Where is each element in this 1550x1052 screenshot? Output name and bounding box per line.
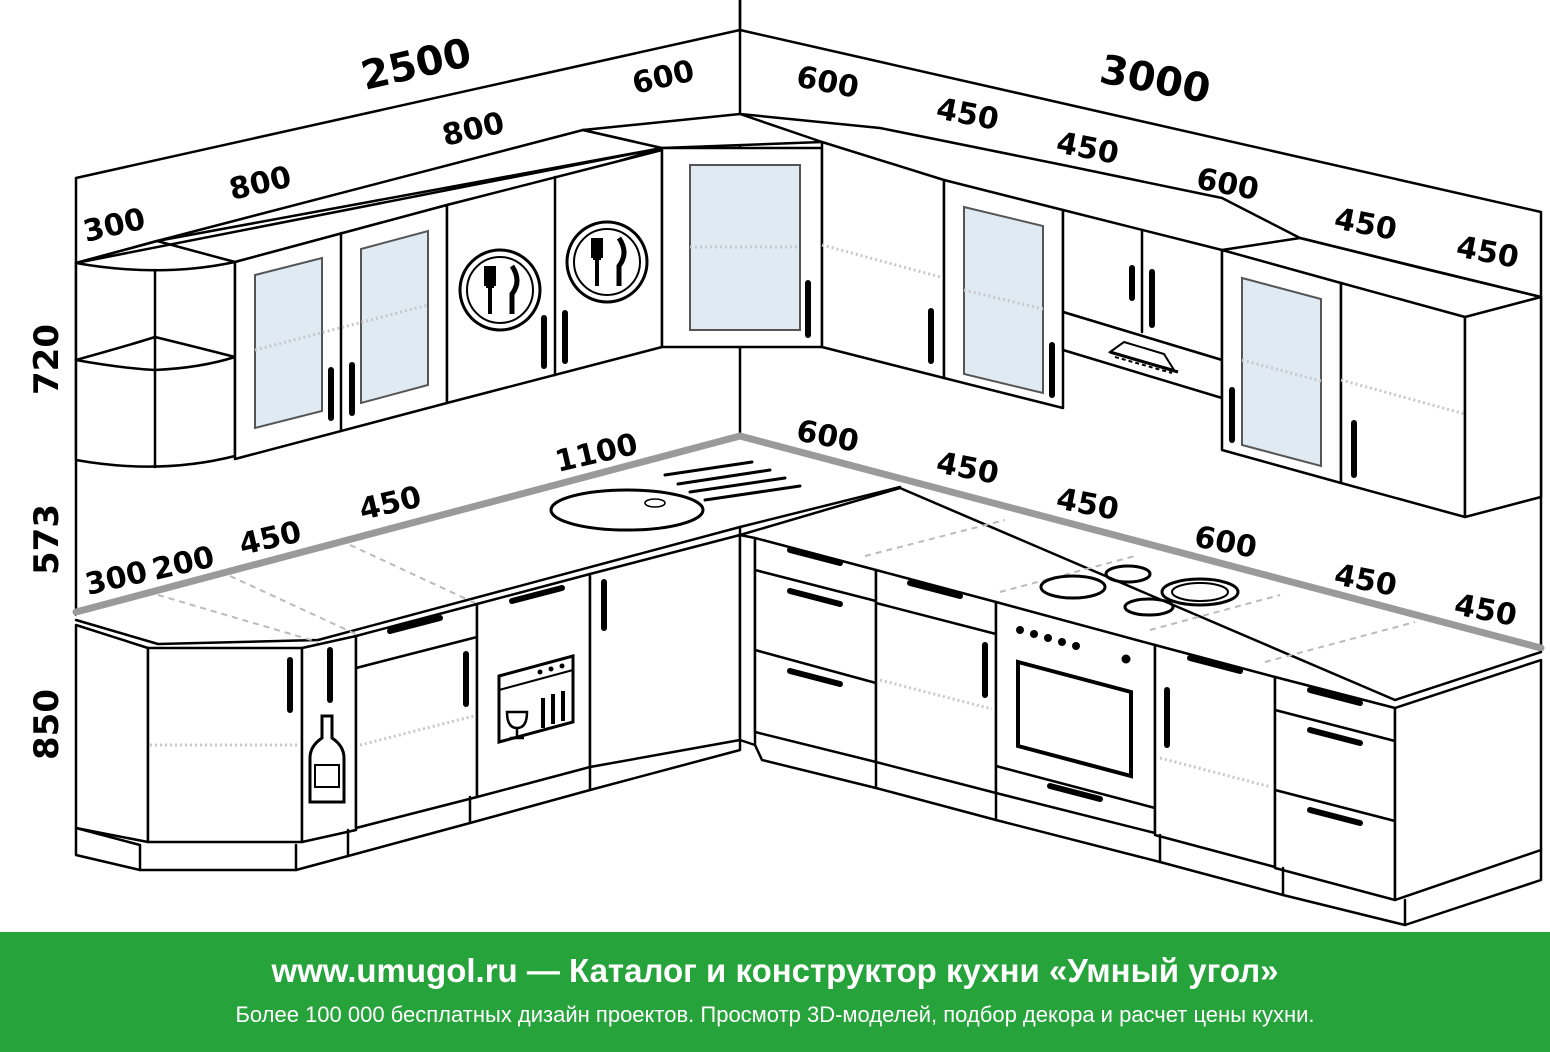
cutlery-plate-icon (565, 220, 649, 304)
dim-upper-right-3: 600 (1193, 161, 1261, 207)
dim-upper-left-0: 300 (80, 202, 149, 250)
dim-lower-right-1: 450 (933, 445, 1001, 491)
footer-banner: www.umugol.ru — Каталог и конструктор ку… (0, 932, 1550, 1052)
lower-cabinets-left (74, 533, 742, 872)
dim-right-total: 3000 (1096, 47, 1214, 113)
bottle-icon (308, 714, 346, 804)
countertop (72, 432, 1545, 702)
dishwasher-icon (497, 654, 575, 744)
range-hood-icon (1107, 340, 1179, 374)
dim-upper-right-1: 450 (933, 91, 1001, 137)
dim-upper-right-5: 450 (1453, 229, 1521, 275)
dim-height-gap: 573 (27, 504, 67, 575)
oven-icon (1016, 626, 1133, 779)
sink-icon (549, 460, 802, 532)
dim-upper-left-1: 800 (226, 160, 295, 208)
upper-cabinets-right (738, 112, 1543, 519)
upper-corner-cabinet (581, 112, 824, 349)
upper-cabinets-left (74, 128, 742, 469)
dim-height-lower: 850 (27, 689, 67, 760)
dim-upper-right-0: 600 (793, 59, 861, 105)
dim-left-total: 2500 (357, 30, 476, 100)
dim-height-upper: 720 (27, 324, 67, 395)
dim-upper-left-2: 800 (439, 106, 508, 154)
dim-upper-left-3: 600 (629, 54, 698, 102)
kitchen-diagram: 2500 3000 300 800 800 600 600 450 450 60… (27, 0, 1545, 927)
hob-icon (1039, 564, 1240, 617)
lower-cabinets-right (738, 533, 1543, 927)
footer-title[interactable]: www.umugol.ru — Каталог и конструктор ку… (271, 952, 1279, 989)
cutlery-plate-icon (458, 248, 542, 332)
footer-subtitle: Более 100 000 бесплатных дизайн проектов… (235, 1002, 1315, 1027)
dim-upper-right-4: 450 (1331, 201, 1399, 247)
